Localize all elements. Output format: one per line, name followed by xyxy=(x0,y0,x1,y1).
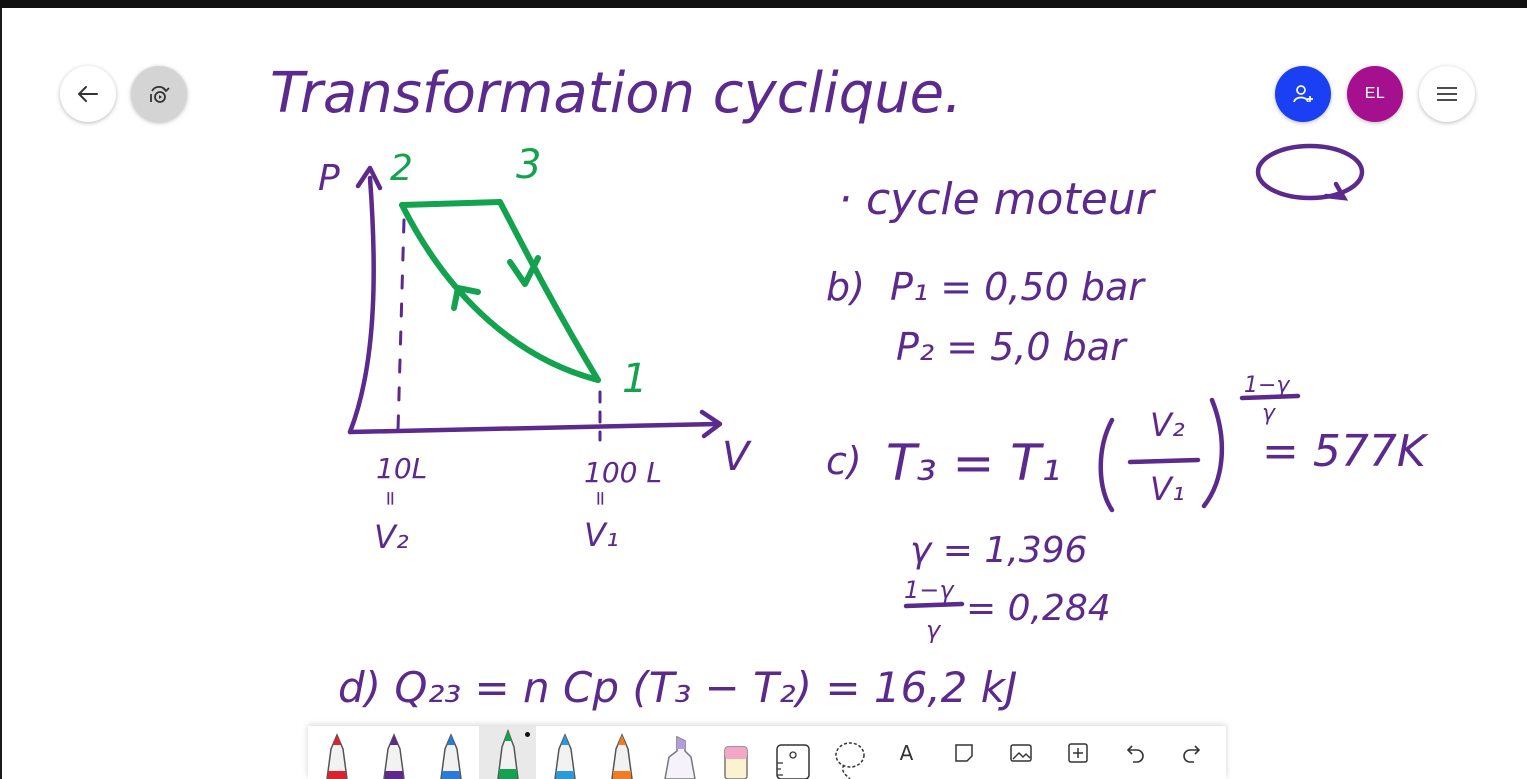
undo-button[interactable] xyxy=(1106,726,1163,779)
v-axis-arrowhead xyxy=(699,409,723,439)
window-top-bar xyxy=(0,0,1527,8)
axis-label-v: V xyxy=(722,434,752,480)
menu-button[interactable] xyxy=(1419,66,1475,122)
pen-purple-tool[interactable] xyxy=(365,726,422,779)
pen-lightblue-tool[interactable] xyxy=(536,726,593,779)
eraser-icon xyxy=(723,746,748,779)
redo-button[interactable] xyxy=(1163,726,1220,779)
v1-value: 100 L xyxy=(584,456,662,489)
pv-axes xyxy=(347,165,723,442)
active-tool-indicator xyxy=(525,732,530,737)
part-d-equation: d) Q₂₃ = n Cp (T₃ − T₂) = 16,2 kJ xyxy=(338,663,1017,712)
eraser-tool[interactable] xyxy=(707,726,764,779)
ratio-value: = 0,284 xyxy=(966,588,1111,629)
ratio-denominator: γ xyxy=(926,616,942,644)
pen-green-tool[interactable] xyxy=(479,726,536,779)
p-axis-line xyxy=(347,175,376,435)
cycle-loop-icon xyxy=(1255,143,1365,201)
cycle-path-2-3 xyxy=(399,199,503,208)
v1-equals: = xyxy=(589,490,613,507)
replay-button[interactable] xyxy=(131,66,187,122)
pen-icon xyxy=(439,733,462,779)
fraction-parentheses xyxy=(903,393,1301,609)
hamburger-menu-icon xyxy=(1437,87,1457,101)
board-title: Transformation cyclique. xyxy=(270,61,962,126)
back-button[interactable] xyxy=(60,66,116,122)
arrow-down-icon xyxy=(507,255,541,287)
v2-equals: = xyxy=(379,490,403,507)
pen-icon xyxy=(325,733,348,779)
pen-blue-tool[interactable] xyxy=(422,726,479,779)
cycle-point-3: 3 xyxy=(516,142,541,188)
t3-equation-lhs: T₃ = T₁ xyxy=(886,434,1061,492)
v2-label: V₂ xyxy=(374,518,409,556)
pen-red-tool[interactable] xyxy=(308,726,365,779)
fraction-numerator: V₂ xyxy=(1150,406,1185,444)
v2-value: 10L xyxy=(376,452,427,485)
v-axis-line xyxy=(347,421,721,435)
pen-orange-tool[interactable] xyxy=(593,726,650,779)
p1-equation: P₁ = 0,50 bar xyxy=(890,265,1146,309)
replay-icon xyxy=(150,85,170,103)
pen-icon xyxy=(610,733,633,779)
fraction-denominator: V₁ xyxy=(1150,470,1185,508)
ruler-tool[interactable] xyxy=(764,726,821,779)
sticky-note-tool[interactable] xyxy=(935,726,992,779)
lasso-icon xyxy=(834,742,865,779)
part-b-label: b) xyxy=(826,265,865,309)
thermo-cycle xyxy=(399,199,601,383)
t3-result: = 577K xyxy=(1262,426,1429,477)
pen-icon xyxy=(496,729,519,779)
v1-label: V₁ xyxy=(584,516,619,554)
text-tool-icon: A xyxy=(899,740,914,765)
exponent-denominator: γ xyxy=(1262,401,1276,426)
pen-icon xyxy=(553,733,576,779)
undo-icon xyxy=(1126,744,1144,763)
avatar-initials: EL xyxy=(1364,85,1386,102)
arrow-left-icon xyxy=(78,86,98,102)
axis-label-p: P xyxy=(318,158,340,199)
ruler-icon xyxy=(775,744,810,779)
redo-icon xyxy=(1182,744,1200,763)
exponent-numerator: 1−γ xyxy=(1244,373,1290,398)
ratio-numerator: 1−γ xyxy=(904,576,955,604)
image-tool[interactable] xyxy=(992,726,1049,779)
text-tool[interactable]: A xyxy=(878,726,935,779)
user-avatar[interactable]: EL xyxy=(1347,66,1403,122)
gamma-value: γ = 1,396 xyxy=(910,530,1087,571)
lasso-tool[interactable] xyxy=(821,726,878,779)
v2-dashed-line xyxy=(396,218,406,432)
add-person-icon xyxy=(1293,85,1313,103)
cycle-path-1-2 xyxy=(399,202,601,383)
sticky-note-icon xyxy=(954,743,973,762)
window-left-edge xyxy=(0,8,2,779)
part-c-label: c) xyxy=(826,439,862,483)
highlighter-icon xyxy=(663,735,696,779)
image-icon xyxy=(1009,743,1032,762)
arrow-up-icon xyxy=(451,285,481,311)
highlighter-tool[interactable] xyxy=(650,726,707,779)
add-tool[interactable] xyxy=(1049,726,1106,779)
cycle-point-2: 2 xyxy=(390,148,413,189)
cycle-point-1: 1 xyxy=(622,356,647,402)
cycle-moteur-note: · cycle moteur xyxy=(838,174,1157,225)
pen-toolbar: A xyxy=(308,726,1226,779)
pen-icon xyxy=(382,733,405,779)
cycle-path-3-1 xyxy=(497,199,601,383)
invite-button[interactable] xyxy=(1275,66,1331,122)
p-axis-arrowhead xyxy=(355,165,383,191)
add-box-icon xyxy=(1067,742,1088,763)
p2-equation: P₂ = 5,0 bar xyxy=(896,325,1128,369)
